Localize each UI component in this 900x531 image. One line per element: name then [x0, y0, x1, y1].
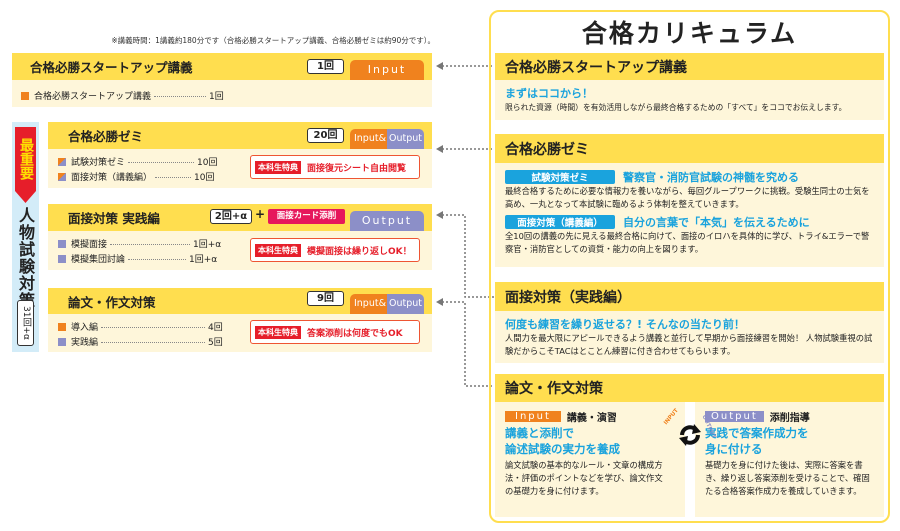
startup-section-header: 合格必勝スタートアップ講義 [495, 53, 884, 80]
output-label: 添削指導 [769, 413, 810, 424]
interview-section-header: 面接対策（実践編） [495, 282, 884, 311]
input-tag: Input [505, 411, 561, 422]
input-tab: Input [350, 60, 424, 80]
startup-lecture-body [12, 80, 432, 107]
seminar-text-2: 全10回の講義の先に見える最終合格に向けて、面接のイロハを具体的に学び、トライ&… [505, 231, 870, 254]
seminar-text-1: 最終合格するために必要な情報力を養いながら、毎回グループワークに挑戦。受験生同士… [505, 186, 870, 209]
student-perk: 本科生特典模擬面接は繰り返しOK！ [250, 238, 420, 262]
startup-section-body: まずはココから！ 限られた資源（時間）を有効活用しながら最終合格するための「すべ… [495, 80, 884, 120]
seminar-heading-1: 警察官・消防官試験の神髄を究める [623, 171, 799, 184]
block-title: 合格必勝スタートアップ講義 [30, 60, 193, 75]
startup-lecture-header: 合格必勝スタートアップ講義 [12, 53, 432, 80]
output-tag: Output [705, 411, 764, 422]
startup-text: 限られた資源（時間）を有効活用しながら最終合格するための「すべて」をココでお伝え… [505, 103, 847, 112]
split-square-icon [58, 172, 66, 181]
output-text: 基礎力を身に付けた後は、実際に答案を書き、繰り返し答案添削を受けることで、確固た… [705, 460, 870, 496]
essay-output-panel: Output 添削指導 実践で答案作成力を 身に付ける 基礎力を身に付けた後は、実… [695, 402, 884, 517]
session-count: 1回 [307, 59, 344, 74]
connector-arrows [436, 62, 494, 387]
orange-square-icon [21, 91, 29, 100]
list-item: 面接対策（講義編）10回 [58, 170, 214, 183]
seminar-section-header: 合格必勝ゼミ [495, 134, 884, 163]
input-heading: 講義と添削で 論述試験の実力を養成 [505, 426, 620, 456]
essay-section-header: 論文・作文対策 [495, 374, 884, 402]
interview-lecture-pill: 面接対策（講義編） [505, 215, 615, 229]
lecture-time-note: ※講義時間：1講義約180分です（合格必勝スタートアップ講義、合格必勝ゼミは約9… [111, 36, 435, 45]
curriculum-title: 合格カリキュラム [581, 19, 798, 48]
input-text: 論文試験の基本的なルール・文章の構成方法・評価のポイントなどを学び、論文作文の基… [505, 460, 663, 496]
orange-square-icon [58, 322, 66, 331]
plus-sign: + [255, 207, 266, 221]
student-perk: 本科生特典面接復元シート自由閲覧 [250, 155, 420, 179]
purple-square-icon [58, 337, 66, 346]
startup-lead: まずはココから！ [505, 87, 593, 100]
seminar-section-body: 試験対策ゼミ警察官・消防官試験の神髄を究める 最終合格するために必要な情報力を養… [495, 163, 884, 267]
interview-lead: 何度も練習を繰り返せる？! そんなの当たり前！ [505, 318, 745, 331]
session-count: 9回 [307, 291, 344, 306]
session-count: 2回+α [210, 209, 252, 224]
output-heading: 実践で答案作成力を 身に付ける [705, 426, 809, 456]
cycle-icon [679, 424, 701, 446]
essay-input-panel: Input 講義・演習 講義と添削で 論述試験の実力を養成 論文試験の基本的なルー… [495, 402, 685, 517]
purple-square-icon [58, 254, 66, 263]
interview-text: 人間力を最大限にアピールできるよう講義と並行して早期から面接練習を開始！ 人物試… [505, 333, 873, 356]
seminar-heading-2: 自分の言葉で「本気」を伝えるために [623, 216, 810, 229]
input-label: 講義・演習 [566, 413, 617, 424]
output-tab: Output [350, 211, 424, 231]
student-perk: 本科生特典答案添削は何度でもOK [250, 320, 420, 344]
interview-card-badge: 面接カード添削 [268, 209, 345, 224]
purple-square-icon [58, 239, 66, 248]
input-output-tab: Input&Output [350, 294, 424, 314]
sidebar-count: 31回+α [17, 300, 34, 346]
input-output-tab: Input&Output [350, 129, 424, 149]
sidebar-title: 人物試験対策 [16, 207, 35, 309]
curriculum-panel [489, 10, 890, 523]
session-count: 20回 [307, 128, 344, 143]
most-important-label: 最重要 [18, 138, 34, 180]
interview-section-body: 何度も練習を繰り返せる？! そんなの当たり前！ 人間力を最大限にアピールできるよ… [495, 311, 884, 363]
split-square-icon [58, 157, 66, 166]
most-important-badge [15, 127, 36, 203]
exam-seminar-pill: 試験対策ゼミ [505, 170, 615, 184]
